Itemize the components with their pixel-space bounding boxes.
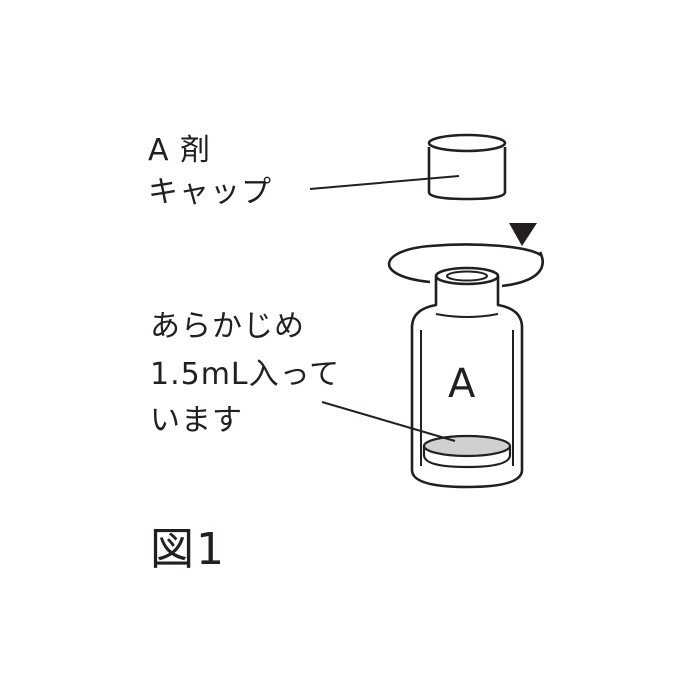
vial-mouth-inner xyxy=(446,270,488,282)
figure-label: 図1 xyxy=(150,524,226,575)
prefill-label-line3: います xyxy=(150,403,243,438)
vial-shoulder-line xyxy=(435,313,499,318)
rotation-arrowhead-icon xyxy=(509,223,537,246)
cap-label-line2: キャップ xyxy=(148,175,272,210)
liquid-surface xyxy=(422,434,512,458)
cap-top xyxy=(427,133,507,153)
cap-body xyxy=(427,147,507,201)
rotation-arrow xyxy=(387,223,544,288)
rotation-arrow-back-arc xyxy=(387,243,543,284)
vial-illustration xyxy=(410,266,524,489)
vial-letter: A xyxy=(448,361,476,407)
cap-leader-line xyxy=(309,175,460,190)
prefill-label-line1: あらかじめ xyxy=(150,309,305,344)
liquid-leader-line xyxy=(321,401,456,442)
cap-illustration xyxy=(427,133,507,201)
vial-outline xyxy=(410,276,524,489)
prefill-label-line2: 1.5mL入って xyxy=(150,357,341,392)
cap-label-line1: A 剤 xyxy=(148,133,212,168)
rotation-arrow-front-arc xyxy=(501,251,544,288)
